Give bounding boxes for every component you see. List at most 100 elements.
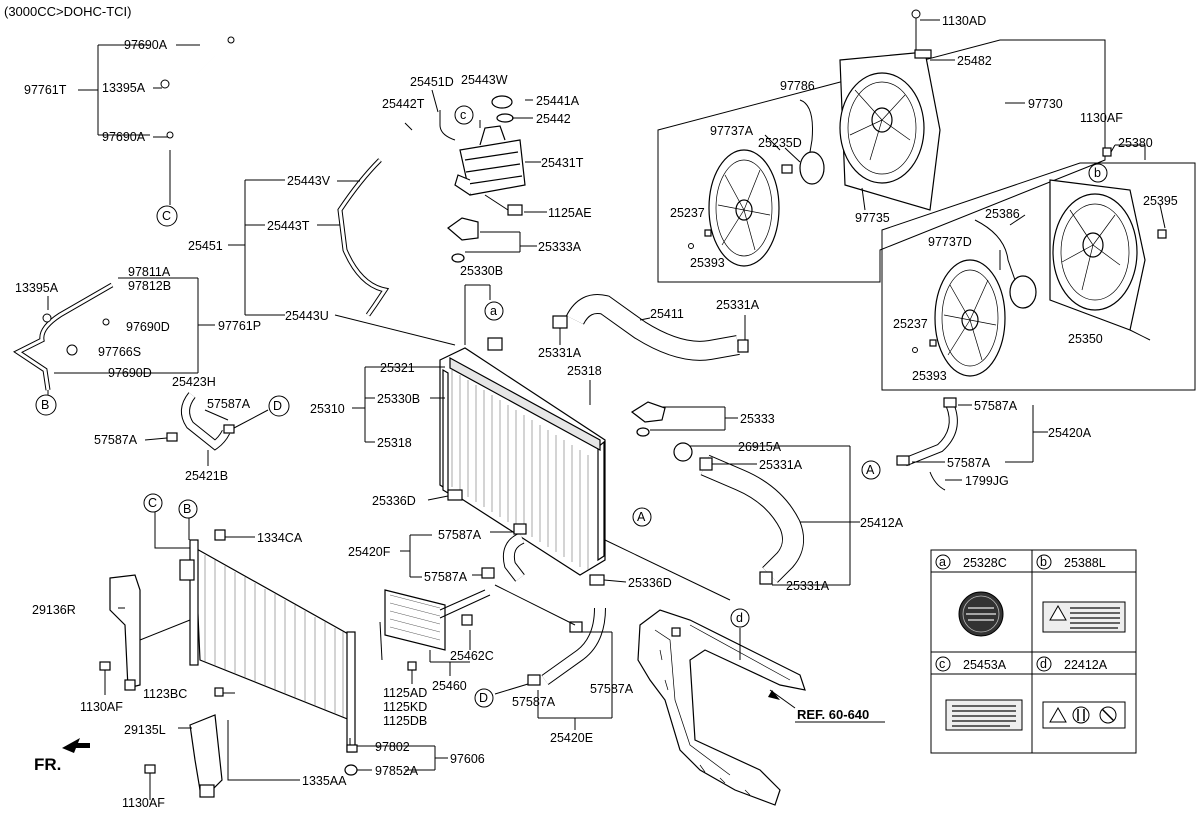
upper-radiator-hose (552, 294, 749, 361)
label-97766S: 97766S (98, 345, 141, 359)
label-25451D: 25451D (410, 75, 454, 89)
label-1125AE: 1125AE (548, 206, 592, 220)
label-26915A: 26915A (738, 440, 782, 454)
label-25442T: 25442T (382, 97, 425, 111)
legend-letter: a (939, 555, 946, 569)
label-25331A: 25331A (759, 458, 803, 472)
legend-item-c: c 25453A (935, 656, 1023, 731)
label-57587A: 57587A (207, 397, 251, 411)
callout-b (1088, 163, 1108, 183)
label-13395A: 13395A (102, 81, 146, 95)
hose-assembly-97761T (78, 36, 235, 205)
hose-25420A (896, 397, 1048, 491)
label-13395A: 13395A (15, 281, 59, 295)
radiator (352, 347, 627, 586)
label-25330B: 25330B (377, 392, 420, 406)
callout-C-label: C (162, 209, 171, 223)
label-25462C: 25462C (450, 649, 494, 663)
label-1335AA: 1335AA (302, 774, 347, 788)
ref-label: REF. 60-640 (797, 707, 869, 722)
fan-assembly-25380 (881, 144, 1196, 391)
callout-A-label: A (866, 463, 875, 477)
coolant-label-icon (945, 699, 1023, 731)
callout-B-label: B (41, 398, 49, 412)
front-arrow (62, 738, 90, 753)
label-25441A: 25441A (536, 94, 580, 108)
legend-item-b: b 25388L (1036, 554, 1126, 633)
label-97735: 97735 (855, 211, 890, 225)
label-25443V: 25443V (287, 174, 331, 188)
label-29135L: 29135L (124, 723, 166, 737)
legend-item-a: a 25328C (935, 554, 1007, 637)
label-97690A: 97690A (102, 130, 146, 144)
label-57587A: 57587A (424, 570, 468, 584)
label-25393: 25393 (690, 256, 725, 270)
label-25336D: 25336D (372, 494, 416, 508)
label-97737A: 97737A (710, 124, 754, 138)
label-97606: 97606 (450, 752, 485, 766)
legend-letter: c (939, 657, 945, 671)
callout-C-label: C (148, 496, 157, 510)
oil-cooler (379, 589, 491, 684)
callout-a-label: a (490, 304, 497, 318)
label-57587A: 57587A (512, 695, 556, 709)
callout-c-label: c (460, 108, 466, 122)
label-97786: 97786 (780, 79, 815, 93)
legend-part: 25453A (963, 658, 1007, 672)
condenser (99, 512, 448, 800)
legend-part: 25388L (1064, 556, 1106, 570)
label-25237: 25237 (893, 317, 928, 331)
callout-A-label: A (637, 510, 646, 524)
hose-25420E (494, 584, 613, 730)
label-25420A: 25420A (1048, 426, 1092, 440)
front-body-panel (637, 609, 806, 806)
hose-25421B (144, 392, 269, 466)
legend-item-d: d 22412A (1036, 656, 1126, 729)
label-25333A: 25333A (538, 240, 582, 254)
label-25237: 25237 (670, 206, 705, 220)
callout-A (632, 507, 652, 527)
label-25318: 25318 (567, 364, 602, 378)
label-25412A: 25412A (860, 516, 904, 530)
label-97811A: 97811A (128, 265, 171, 279)
label-97761T: 97761T (24, 83, 67, 97)
label-57587A: 57587A (974, 399, 1018, 413)
legend-letter: b (1040, 555, 1047, 569)
callout-D (268, 395, 290, 417)
callout-B-label: B (183, 502, 191, 516)
label-97812B: 97812B (128, 279, 171, 293)
legend-part: 25328C (963, 556, 1007, 570)
label-1123BC: 1123BC (143, 687, 187, 701)
label-97761P: 97761P (218, 319, 261, 333)
label-97730: 97730 (1028, 97, 1063, 111)
label-25420F: 25420F (348, 545, 391, 559)
label-25331A: 25331A (786, 579, 830, 593)
legend-letter: d (1040, 657, 1047, 671)
callout-D (474, 688, 494, 708)
reservoir-tank (404, 89, 547, 216)
label-1125AD: 1125AD (383, 686, 427, 700)
label-25318: 25318 (377, 436, 412, 450)
label-25395: 25395 (1143, 194, 1178, 208)
label-97690D: 97690D (108, 366, 152, 380)
label-57587A: 57587A (94, 433, 138, 447)
label-25386: 25386 (985, 207, 1020, 221)
label-25431T: 25431T (541, 156, 584, 170)
label-25331A: 25331A (716, 298, 760, 312)
label-57587A: 57587A (947, 456, 991, 470)
label-25393: 25393 (912, 369, 947, 383)
callout-C (156, 205, 178, 227)
legend-table (930, 549, 1137, 754)
callout-b-label: b (1094, 166, 1101, 180)
label-25420E: 25420E (550, 731, 593, 745)
label-1130AF: 1130AF (1080, 111, 1123, 125)
label-1799JG: 1799JG (965, 474, 1009, 488)
callout-B (35, 394, 57, 416)
label-97690A: 97690A (124, 38, 168, 52)
label-97802: 97802 (375, 740, 410, 754)
callout-D-label: D (273, 399, 282, 413)
callout-a (484, 301, 504, 321)
label-1130AF: 1130AF (80, 700, 123, 714)
label-25442: 25442 (536, 112, 571, 126)
